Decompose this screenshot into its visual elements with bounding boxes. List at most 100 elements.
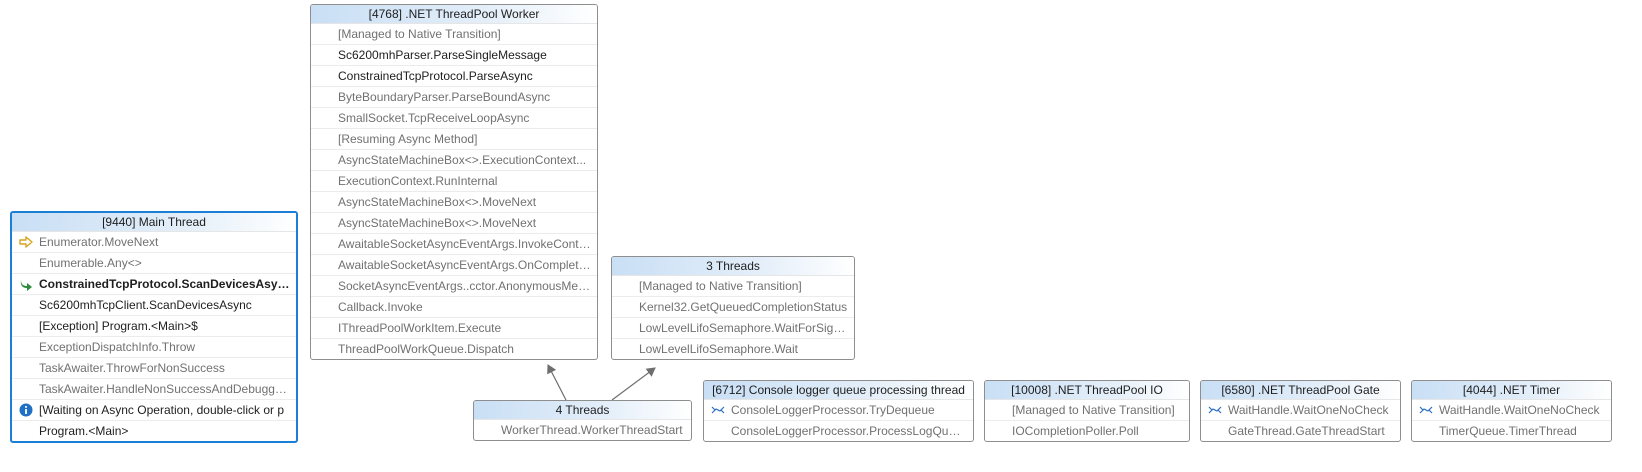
stack-frame-label: [Managed to Native Transition]	[639, 279, 802, 293]
stack-frame-label: [Managed to Native Transition]	[1012, 403, 1175, 417]
stack-frame-label: Sc6200mhParser.ParseSingleMessage	[338, 48, 547, 62]
edge-four-to-worker	[547, 364, 567, 401]
stack-node-header: [4768] .NET ThreadPool Worker	[311, 5, 597, 24]
stack-frame[interactable]: Program.<Main>	[12, 421, 296, 441]
stack-frame[interactable]: [Exception] Program.<Main>$	[12, 316, 296, 337]
stack-frame[interactable]: AsyncStateMachineBox<>.MoveNext	[311, 192, 597, 213]
stack-frame[interactable]: SocketAsyncEventArgs..cctor.AnonymousMet…	[311, 276, 597, 297]
stack-frame[interactable]: ConstrainedTcpProtocol.ParseAsync	[311, 66, 597, 87]
stack-frame-label: AsyncStateMachineBox<>.MoveNext	[338, 216, 537, 230]
stack-frame[interactable]: [Resuming Async Method]	[311, 129, 597, 150]
stack-frame[interactable]: AwaitableSocketAsyncEventArgs.OnComplete…	[311, 255, 597, 276]
stack-frame[interactable]: ExceptionDispatchInfo.Throw	[12, 337, 296, 358]
stack-frame-label: Sc6200mhTcpClient.ScanDevicesAsync	[39, 298, 252, 312]
stack-frame[interactable]: WorkerThread.WorkerThreadStart	[474, 420, 691, 440]
stack-frame-label: TaskAwaiter.ThrowForNonSuccess	[39, 361, 225, 375]
stack-frame-label: TimerQueue.TimerThread	[1439, 424, 1577, 438]
stack-frame[interactable]: WaitHandle.WaitOneNoCheck	[1412, 400, 1611, 421]
stack-frame[interactable]: IOCompletionPoller.Poll	[985, 421, 1189, 441]
stack-node-header: [4044] .NET Timer	[1412, 381, 1611, 400]
stack-frame-label: LowLevelLifoSemaphore.WaitForSignal	[639, 321, 850, 335]
stack-node-threadpool-worker[interactable]: [4768] .NET ThreadPool Worker [Managed to…	[310, 4, 598, 360]
stack-frame-label: SmallSocket.TcpReceiveLoopAsync	[338, 111, 530, 125]
stack-frame-label: [Resuming Async Method]	[338, 132, 478, 146]
stack-node-header: [10008] .NET ThreadPool IO	[985, 381, 1189, 400]
edge-four-to-three	[611, 367, 656, 401]
stack-frame-label: [Waiting on Async Operation, double-clic…	[39, 403, 285, 417]
stack-frame-label: TaskAwaiter.HandleNonSuccessAndDebugge..…	[39, 382, 292, 396]
stack-frame[interactable]: GateThread.GateThreadStart	[1201, 421, 1400, 441]
stack-frame[interactable]: Sc6200mhParser.ParseSingleMessage	[311, 45, 597, 66]
stack-node-three-threads[interactable]: 3 Threads [Managed to Native Transition] K…	[611, 256, 855, 360]
stack-frame[interactable]: [Managed to Native Transition]	[311, 24, 597, 45]
stack-node-header: [9440] Main Thread	[12, 213, 296, 232]
wait-icon	[1419, 403, 1433, 417]
stack-frame[interactable]: [Managed to Native Transition]	[612, 276, 854, 297]
stack-frame[interactable]: ConstrainedTcpProtocol.ScanDevicesAsync	[12, 274, 296, 295]
stack-frame-label: ConstrainedTcpProtocol.ScanDevicesAsync	[39, 277, 292, 291]
wait-icon	[1208, 403, 1222, 417]
stack-frame-label: ConsoleLoggerProcessor.TryDequeue	[731, 403, 935, 417]
stack-frame-label: Program.<Main>	[39, 424, 129, 438]
stack-frame-label: GateThread.GateThreadStart	[1228, 424, 1385, 438]
stack-frame-label: AwaitableSocketAsyncEventArgs.OnComplete…	[338, 258, 592, 272]
stack-frame-label: IThreadPoolWorkItem.Execute	[338, 321, 502, 335]
stack-frame[interactable]: ConsoleLoggerProcessor.ProcessLogQueue	[704, 421, 973, 441]
wait-icon	[711, 403, 725, 417]
stack-frame[interactable]: AsyncStateMachineBox<>.MoveNext	[311, 213, 597, 234]
stack-frame[interactable]: LowLevelLifoSemaphore.Wait	[612, 339, 854, 359]
stack-frame-label: AsyncStateMachineBox<>.ExecutionContext.…	[338, 153, 587, 167]
stack-frame[interactable]: Enumerator.MoveNext	[12, 232, 296, 253]
current-frame-arrow-icon	[19, 235, 33, 249]
stack-frame-label: Enumerator.MoveNext	[39, 235, 159, 249]
stack-frame[interactable]: Callback.Invoke	[311, 297, 597, 318]
stack-frame-label: ThreadPoolWorkQueue.Dispatch	[338, 342, 514, 356]
stack-frame[interactable]: [Managed to Native Transition]	[985, 400, 1189, 421]
stack-node-threadpool-io[interactable]: [10008] .NET ThreadPool IO [Managed to Na…	[984, 380, 1190, 442]
stack-frame-label: Kernel32.GetQueuedCompletionStatus	[639, 300, 848, 314]
stack-node-header: [6580] .NET ThreadPool Gate	[1201, 381, 1400, 400]
stack-frame-label: AwaitableSocketAsyncEventArgs.InvokeCont…	[338, 237, 592, 251]
stack-frame[interactable]: IThreadPoolWorkItem.Execute	[311, 318, 597, 339]
info-icon	[19, 403, 33, 417]
stack-frame-label: Callback.Invoke	[338, 300, 423, 314]
stack-frame-label: ConstrainedTcpProtocol.ParseAsync	[338, 69, 533, 83]
stack-frame-label: WaitHandle.WaitOneNoCheck	[1228, 403, 1389, 417]
stack-frame[interactable]: TaskAwaiter.ThrowForNonSuccess	[12, 358, 296, 379]
stack-frame-label: WorkerThread.WorkerThreadStart	[501, 423, 683, 437]
stack-frame-label: [Managed to Native Transition]	[338, 27, 501, 41]
stack-frame-label: IOCompletionPoller.Poll	[1012, 424, 1139, 438]
stack-frame[interactable]: ByteBoundaryParser.ParseBoundAsync	[311, 87, 597, 108]
active-frame-arrow-icon	[19, 277, 33, 291]
stack-frame[interactable]: LowLevelLifoSemaphore.WaitForSignal	[612, 318, 854, 339]
stack-frame[interactable]: ConsoleLoggerProcessor.TryDequeue	[704, 400, 973, 421]
stack-frame-label: ConsoleLoggerProcessor.ProcessLogQueue	[731, 424, 969, 438]
stack-frame-label: ByteBoundaryParser.ParseBoundAsync	[338, 90, 551, 104]
stack-frame[interactable]: AwaitableSocketAsyncEventArgs.InvokeCont…	[311, 234, 597, 255]
stack-frame-label: ExecutionContext.RunInternal	[338, 174, 498, 188]
stack-frame[interactable]: SmallSocket.TcpReceiveLoopAsync	[311, 108, 597, 129]
stack-frame-label: LowLevelLifoSemaphore.Wait	[639, 342, 798, 356]
stack-frame-label: AsyncStateMachineBox<>.MoveNext	[338, 195, 537, 209]
stack-node-header: [6712] Console logger queue processing t…	[704, 381, 973, 400]
stack-frame[interactable]: Enumerable.Any<>	[12, 253, 296, 274]
stack-frame[interactable]: TimerQueue.TimerThread	[1412, 421, 1611, 441]
stack-frame-label: [Exception] Program.<Main>$	[39, 319, 198, 333]
stack-frame[interactable]: Sc6200mhTcpClient.ScanDevicesAsync	[12, 295, 296, 316]
stack-frame-label: WaitHandle.WaitOneNoCheck	[1439, 403, 1600, 417]
stack-frame[interactable]: AsyncStateMachineBox<>.ExecutionContext.…	[311, 150, 597, 171]
stack-frame[interactable]: ExecutionContext.RunInternal	[311, 171, 597, 192]
stack-frame[interactable]: WaitHandle.WaitOneNoCheck	[1201, 400, 1400, 421]
stack-frame-label: ExceptionDispatchInfo.Throw	[39, 340, 196, 354]
stack-node-console-logger-thread[interactable]: [6712] Console logger queue processing t…	[703, 380, 974, 442]
stack-frame[interactable]: ThreadPoolWorkQueue.Dispatch	[311, 339, 597, 359]
stack-frame[interactable]: Kernel32.GetQueuedCompletionStatus	[612, 297, 854, 318]
stack-node-header: 3 Threads	[612, 257, 854, 276]
stack-frame[interactable]: TaskAwaiter.HandleNonSuccessAndDebugge..…	[12, 379, 296, 400]
stack-frame[interactable]: [Waiting on Async Operation, double-clic…	[12, 400, 296, 421]
